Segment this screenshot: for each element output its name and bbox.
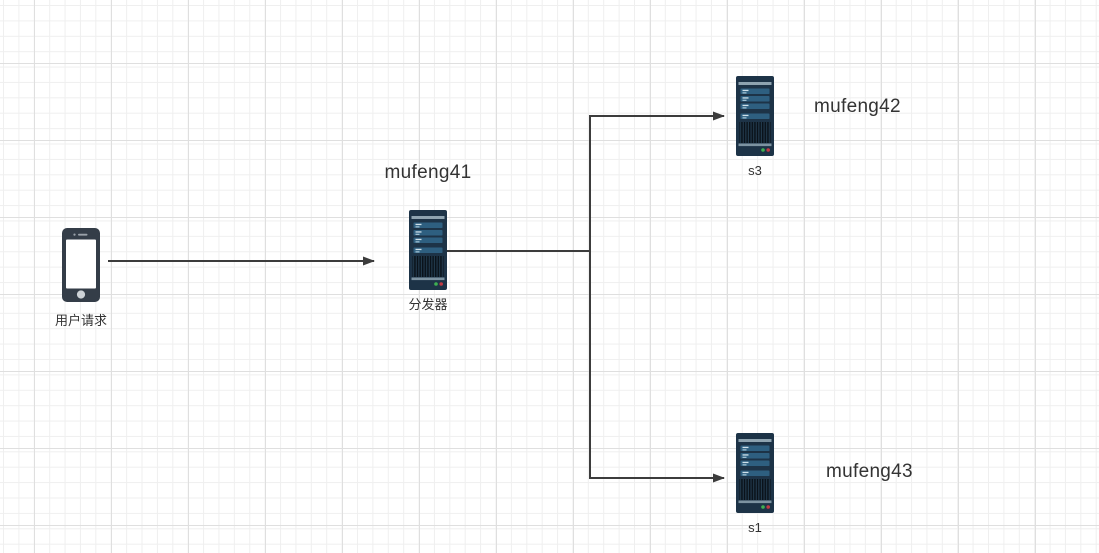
node-server-bottom[interactable]: s1 mufeng43	[736, 433, 913, 535]
server-icon	[409, 210, 447, 290]
node-dispatcher-title: mufeng41	[384, 162, 472, 183]
node-server-top-label: s3	[748, 163, 762, 178]
edge-dispatcher-to-s1[interactable]	[447, 250, 725, 483]
node-server-top[interactable]: s3 mufeng42	[736, 76, 901, 178]
server-icon	[736, 433, 774, 513]
node-client[interactable]: 用户请求	[55, 228, 107, 328]
node-server-bottom-label: s1	[748, 520, 762, 535]
node-client-label: 用户请求	[54, 313, 108, 328]
server-icon	[736, 76, 774, 156]
edge-dispatcher-to-s3[interactable]	[447, 111, 725, 252]
node-server-bottom-title: mufeng43	[826, 461, 913, 482]
node-server-top-title: mufeng42	[814, 96, 901, 117]
smartphone-icon	[62, 228, 100, 302]
node-dispatcher-label: 分发器	[408, 297, 448, 312]
node-dispatcher[interactable]: mufeng41 分发器	[385, 162, 472, 312]
